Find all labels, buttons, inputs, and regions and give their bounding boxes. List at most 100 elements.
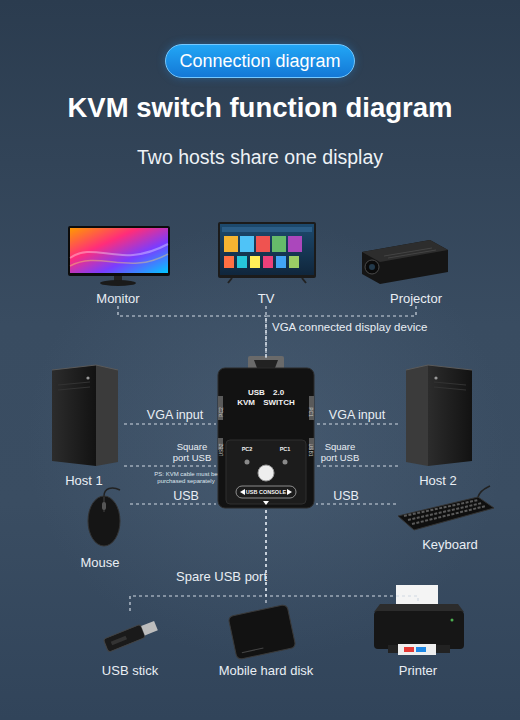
hard-disk-illustration [228, 604, 296, 660]
printer-illustration [374, 585, 464, 655]
kvm-switch-illustration [263, 501, 269, 505]
tv-illustration [263, 256, 273, 268]
host-computer: Host 1 [44, 362, 124, 488]
host-tower-illustration [58, 382, 90, 390]
side-port-label: PC2 [218, 400, 224, 424]
monitor-illustration [70, 244, 168, 258]
usb-stick-illustration [103, 619, 158, 652]
usb-stick-illustration [141, 621, 158, 636]
usb-stick-illustration [111, 636, 127, 646]
connector-label: VGA input [140, 407, 210, 423]
tv-illustration [250, 256, 260, 268]
projector-illustration [365, 260, 379, 274]
connector-label: Square port USB [170, 441, 214, 463]
device-label: Mobile hard disk [192, 663, 340, 678]
device-label: TV [198, 291, 334, 306]
kvm-switch: USB 2.0 KVM SWITCHPC2PC1USB CONSOLEPC2US… [216, 358, 316, 510]
monitor-illustration [70, 228, 168, 273]
printer-device: Printer [370, 604, 466, 678]
kvm-switch-illustration [258, 465, 274, 481]
mouse-illustration [88, 496, 120, 546]
dashed-connector [316, 503, 396, 504]
tv-illustration [218, 222, 316, 283]
connector-label: VGA input [322, 407, 392, 423]
tv-illustration [237, 256, 247, 268]
kvm-switch-illustration [245, 460, 250, 465]
hard-disk-device: Mobile hard disk [208, 604, 324, 678]
tv-illustration [289, 256, 299, 268]
tv-illustration [222, 227, 312, 232]
port-indicator: PC1 [277, 446, 293, 453]
dashed-connector [130, 503, 216, 504]
monitor-illustration [100, 280, 136, 286]
tv-illustration [218, 222, 316, 278]
mouse-illustration [102, 502, 106, 510]
printer-illustration [404, 647, 414, 652]
device-label: Host 2 [382, 473, 494, 488]
printer-illustration [416, 647, 426, 652]
dashed-connector [316, 423, 398, 424]
projector-illustration [362, 240, 448, 284]
device-label: Mouse [54, 555, 146, 570]
kvm-switch-illustration [283, 460, 288, 465]
hard-disk-illustration [242, 648, 264, 653]
mouse-illustration [88, 488, 120, 546]
hard-disk-illustration [228, 604, 296, 660]
tv-illustration [240, 236, 254, 252]
host-tower-illustration [96, 365, 118, 466]
monitor-illustration [68, 226, 170, 276]
connector-label: USB [326, 488, 366, 504]
usb-stick-device: USB stick [92, 612, 168, 678]
diagram-title: KVM switch function diagram [0, 92, 520, 124]
host-tower-illustration [434, 376, 437, 379]
host-tower-illustration [52, 365, 118, 370]
projector-device: Projector [358, 228, 474, 306]
printer-illustration [398, 644, 436, 655]
background-glow [26, 220, 506, 660]
kvm-switch-illustration [218, 368, 314, 508]
printer-illustration [451, 619, 454, 622]
badge-text: Connection diagram [166, 45, 354, 77]
keyboard-illustration [478, 486, 490, 497]
console-label: USB CONSOLE [242, 489, 290, 496]
connector-label: USB [166, 488, 206, 504]
host-tower-illustration [52, 365, 96, 466]
projector-illustration [384, 248, 436, 258]
usb-stick-illustration [103, 624, 145, 652]
subtitle: Two hosts share one display [0, 145, 520, 169]
keyboard-device: Keyboard [396, 488, 504, 552]
monitor-illustration [68, 226, 170, 286]
tv-illustration [256, 236, 270, 252]
host-tower-illustration [86, 376, 89, 379]
dashed-connector [316, 465, 398, 466]
side-port-label: USB2 [218, 438, 224, 462]
tv-illustration [228, 278, 306, 283]
monitor-device: Monitor [62, 222, 174, 306]
kvm-switch-illustration [218, 356, 314, 508]
monitor-illustration [70, 254, 168, 266]
kvm-switch-illustration [287, 489, 292, 495]
mouse-device: Mouse [70, 490, 130, 570]
note-text: PS: KVM cable must be purchased separate… [150, 471, 222, 485]
tv-illustration [288, 236, 302, 252]
mouse-illustration [104, 488, 120, 496]
device-label: Printer [354, 663, 482, 678]
device-brand: USB 2.0 KVM SWITCH [236, 388, 296, 408]
projector-illustration [362, 240, 448, 262]
keyboard-illustration [398, 486, 494, 530]
kvm-switch-illustration [240, 489, 245, 495]
tv-illustration [224, 236, 238, 252]
dashed-connector [266, 510, 418, 604]
kvm-switch-illustration [254, 360, 278, 368]
kvm-switch-illustration [236, 486, 296, 498]
printer-illustration [374, 604, 464, 612]
host-tower-illustration [434, 382, 466, 390]
projector-illustration [362, 240, 448, 284]
host-tower-illustration [428, 365, 472, 466]
device-label: Keyboard [380, 537, 520, 552]
connector-label: Spare USB port [176, 569, 276, 585]
host-computer: Host 2 [398, 362, 478, 488]
side-port-label: PC1 [308, 400, 314, 424]
dashed-connector [118, 306, 266, 358]
